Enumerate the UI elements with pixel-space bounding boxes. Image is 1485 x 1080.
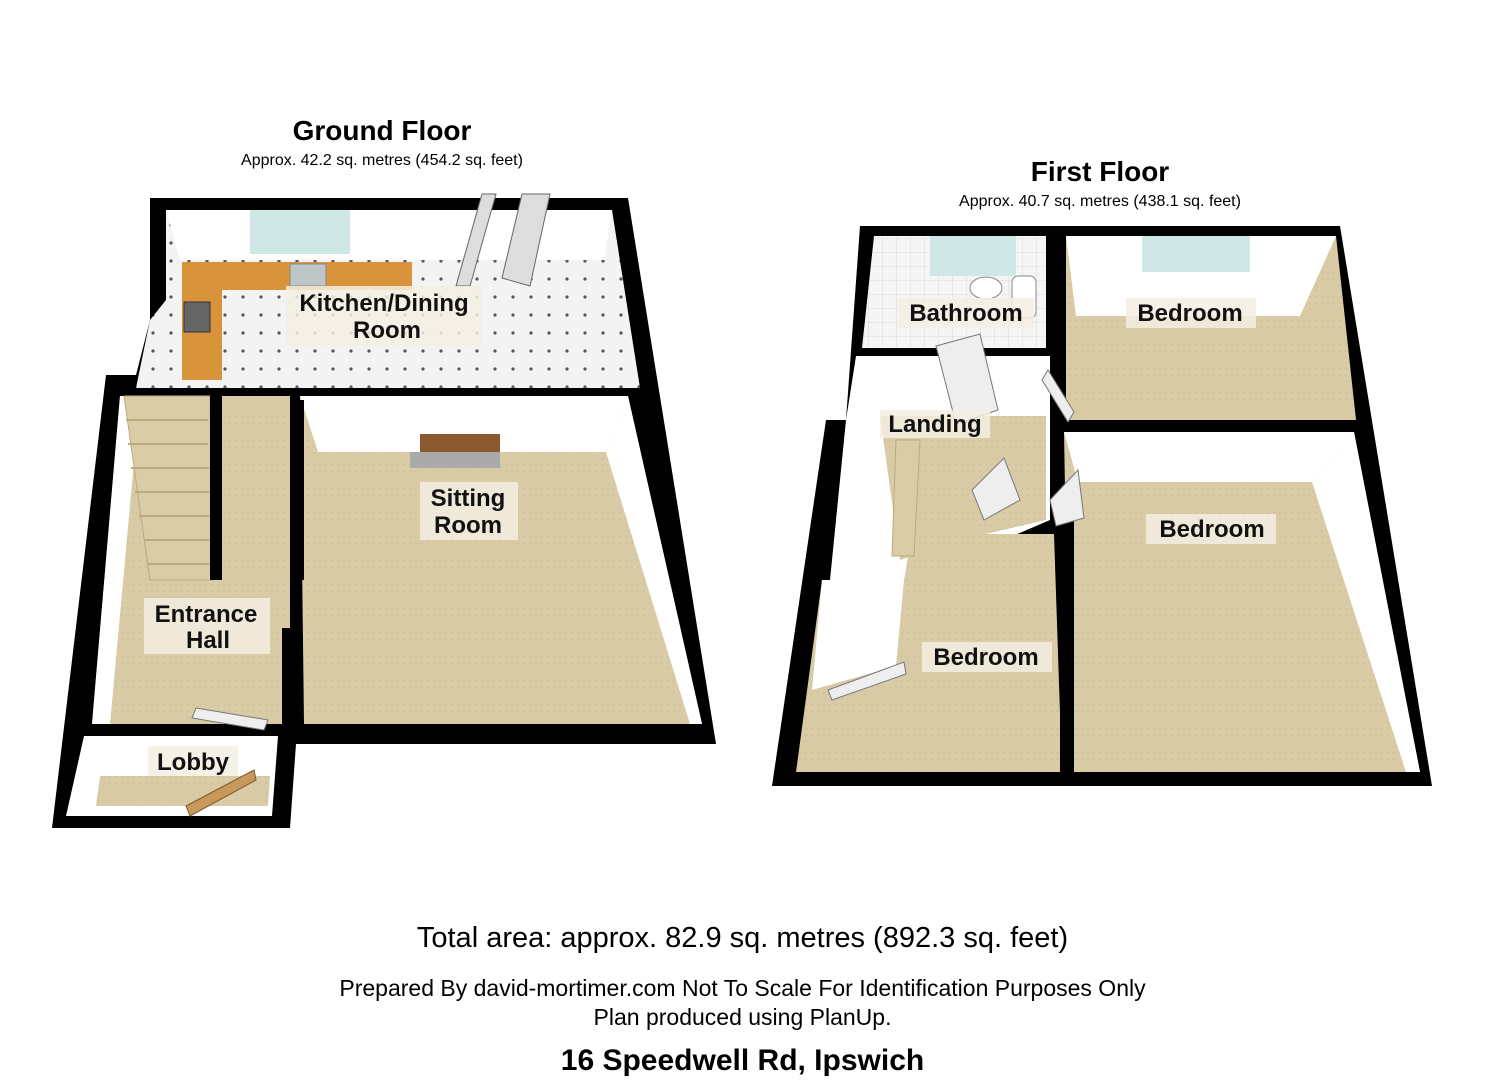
entrance-hall-left-wall-face bbox=[92, 396, 140, 724]
bedroom-small-wall-face bbox=[812, 580, 904, 690]
lobby-floor bbox=[96, 776, 270, 806]
fireplace-mantel bbox=[420, 434, 500, 452]
sitting-room-right-wall-face bbox=[606, 396, 702, 724]
kitchen-dining-label-2: Room bbox=[353, 317, 421, 344]
kitchen-window bbox=[250, 210, 350, 254]
kitchen-hob bbox=[183, 301, 211, 333]
bedroom-small-door bbox=[971, 457, 1021, 521]
bathroom-label: Bathroom bbox=[909, 300, 1022, 327]
landing-floor bbox=[880, 416, 1046, 560]
planup-note: Plan produced using PlanUp. bbox=[593, 1004, 892, 1030]
bedroom-right-divider bbox=[1060, 420, 1360, 432]
cupboard-door bbox=[827, 661, 907, 701]
kitchen-sink bbox=[289, 263, 327, 287]
fireplace-hearth bbox=[410, 452, 500, 468]
hall-sitting-partition bbox=[290, 400, 304, 580]
bedroom-right-door bbox=[1049, 468, 1085, 527]
bedroom-small-label: Bedroom bbox=[933, 644, 1038, 671]
first-floor-area: Approx. 40.7 sq. metres (438.1 sq. feet) bbox=[959, 193, 1241, 210]
entrance-hall-label-2: Hall bbox=[186, 627, 230, 654]
bathroom-door bbox=[935, 333, 999, 425]
bathroom-basin bbox=[969, 276, 1003, 300]
sitting-room-label-2: Room bbox=[434, 512, 502, 539]
landing-label: Landing bbox=[888, 411, 981, 438]
bedroom-right-label: Bedroom bbox=[1159, 516, 1264, 543]
property-address: 16 Speedwell Rd, Ipswich bbox=[560, 1044, 925, 1077]
bedroom-right-side-wall-face bbox=[1312, 432, 1420, 772]
bathroom-window bbox=[930, 236, 1016, 276]
ground-floor-area: Approx. 42.2 sq. metres (454.2 sq. feet) bbox=[241, 152, 523, 169]
bedroom-top-door bbox=[1041, 369, 1075, 423]
stairs-wall bbox=[210, 396, 222, 580]
bedroom-top-label: Bedroom bbox=[1137, 300, 1242, 327]
sitting-room-wall-face bbox=[300, 396, 628, 452]
french-door-right bbox=[501, 193, 551, 287]
sitting-room bbox=[300, 396, 702, 724]
entrance-hall-label-1: Entrance bbox=[155, 601, 258, 628]
kitchen-dining-label-1: Kitchen/Dining bbox=[299, 290, 468, 317]
first-floor-plan bbox=[772, 226, 1432, 786]
small-bedroom-divider bbox=[1060, 520, 1074, 776]
bedroom-top-wall-face bbox=[1066, 236, 1336, 316]
first-floor-stairs bbox=[891, 439, 921, 557]
ground-floor-title: Ground Floor bbox=[292, 115, 472, 146]
lobby-door bbox=[191, 707, 269, 731]
sitting-room-label-1: Sitting bbox=[431, 485, 506, 512]
prepared-by-note: Prepared By david-mortimer.com Not To Sc… bbox=[339, 975, 1146, 1001]
ground-stairs bbox=[123, 395, 213, 581]
bedroom-right-wall-face bbox=[1064, 432, 1354, 482]
bedroom-top-window bbox=[1142, 236, 1250, 272]
total-area: Total area: approx. 82.9 sq. metres (892… bbox=[416, 922, 1069, 954]
front-door bbox=[185, 769, 257, 817]
hall-sitting-partition-lower bbox=[282, 628, 296, 724]
lobby-label: Lobby bbox=[157, 749, 230, 776]
first-floor-title: First Floor bbox=[1030, 156, 1170, 187]
